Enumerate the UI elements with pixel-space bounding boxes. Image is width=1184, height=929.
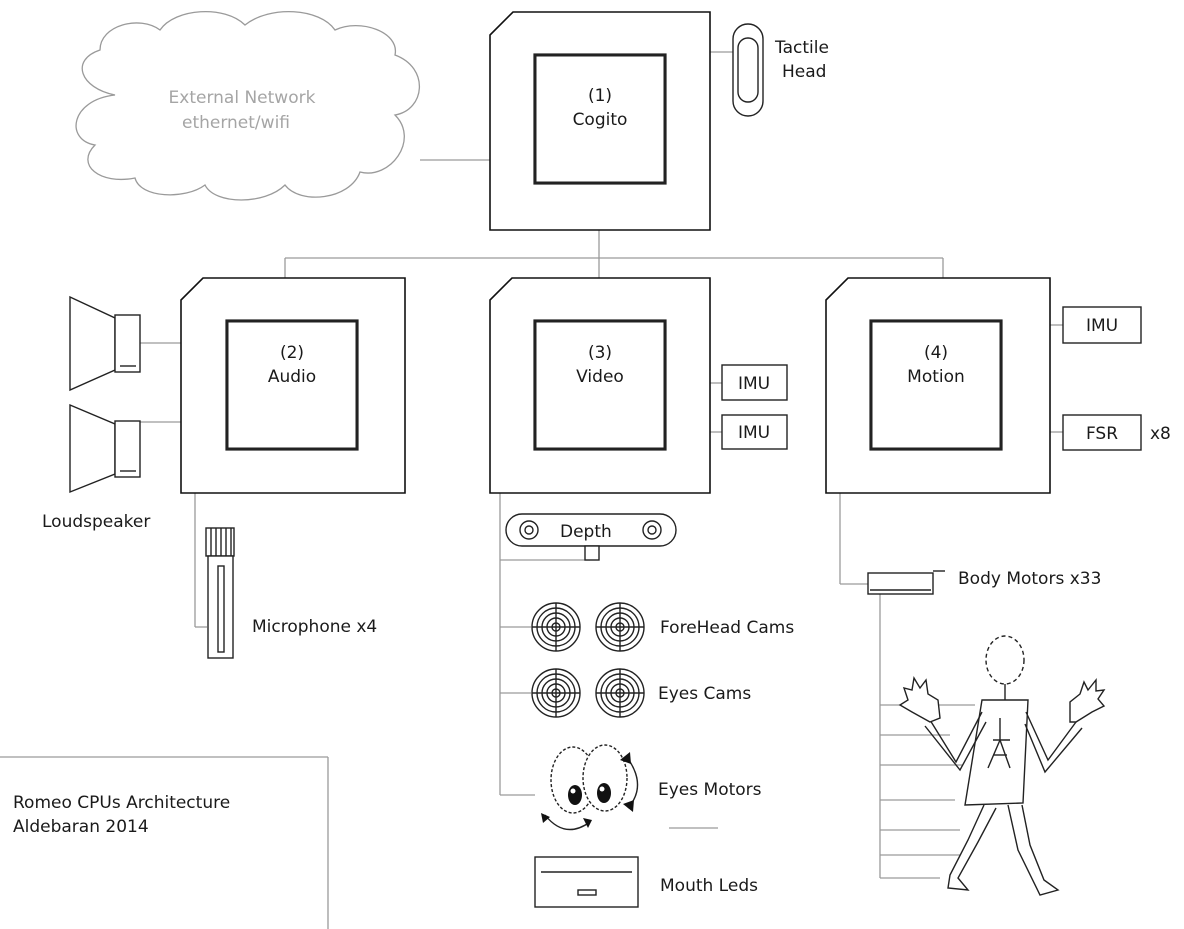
mouth-leds-icon: Mouth Leds [534, 856, 758, 908]
loudspeaker-icon: Loudspeaker [42, 295, 150, 532]
depth-label: Depth [560, 522, 612, 542]
cpu-motion: (4) Motion [825, 277, 1051, 494]
cpu-cogito-name: Cogito [573, 110, 628, 130]
cpu-audio-number: (2) [280, 343, 304, 363]
video-imu-2-label: IMU [738, 423, 770, 443]
cpu-cogito-number: (1) [588, 86, 612, 106]
forehead-cams-label: ForeHead Cams [660, 618, 794, 638]
cpu-motion-name: Motion [907, 367, 965, 387]
loudspeaker-label: Loudspeaker [42, 512, 150, 532]
robot-figure-icon [898, 635, 1106, 896]
cpu-motion-number: (4) [924, 343, 948, 363]
caption-block: Romeo CPUs Architecture Aldebaran 2014 [0, 756, 329, 929]
network-label-line2: ethernet/wifi [182, 113, 290, 133]
eyes-motors-label: Eyes Motors [658, 780, 762, 800]
eyes-motors-icon: Eyes Motors [541, 744, 762, 831]
tactile-head-sensor: Tactile Head [732, 23, 829, 117]
microphone-label: Microphone x4 [252, 617, 377, 637]
cpu-audio: (2) Audio [180, 277, 406, 494]
caption-line2: Aldebaran 2014 [13, 817, 149, 837]
eyes-cams-icon: Eyes Cams [531, 668, 751, 718]
tactile-label-line1: Tactile [774, 38, 829, 58]
body-motors-label: Body Motors x33 [958, 569, 1101, 589]
body-motors-icon: Body Motors x33 [867, 569, 1101, 595]
fsr-sensor: FSR x8 [1062, 414, 1171, 451]
forehead-cams-icon: ForeHead Cams [531, 602, 794, 652]
network-label-line1: External Network [169, 88, 316, 108]
cpu-video-number: (3) [588, 343, 612, 363]
fsr-count: x8 [1150, 424, 1171, 444]
video-imu-2: IMU [721, 414, 788, 450]
motion-imu-label: IMU [1086, 316, 1118, 336]
depth-camera-icon: Depth [505, 513, 677, 561]
video-imu-1-label: IMU [738, 374, 770, 394]
cpu-video: (3) Video [489, 277, 711, 494]
fsr-label: FSR [1086, 424, 1118, 444]
cpu-audio-name: Audio [268, 367, 316, 387]
tactile-label-line2: Head [782, 62, 826, 82]
eyes-cams-label: Eyes Cams [658, 684, 751, 704]
mouth-leds-label: Mouth Leds [660, 876, 758, 896]
cpu-video-name: Video [576, 367, 624, 387]
external-network-cloud: External Network ethernet/wifi [75, 10, 420, 201]
motion-imu: IMU [1062, 306, 1142, 344]
microphone-icon: Microphone x4 [205, 527, 377, 659]
video-imu-1: IMU [721, 364, 788, 401]
cpu-cogito: (1) Cogito [489, 11, 711, 231]
caption-line1: Romeo CPUs Architecture [13, 793, 230, 813]
